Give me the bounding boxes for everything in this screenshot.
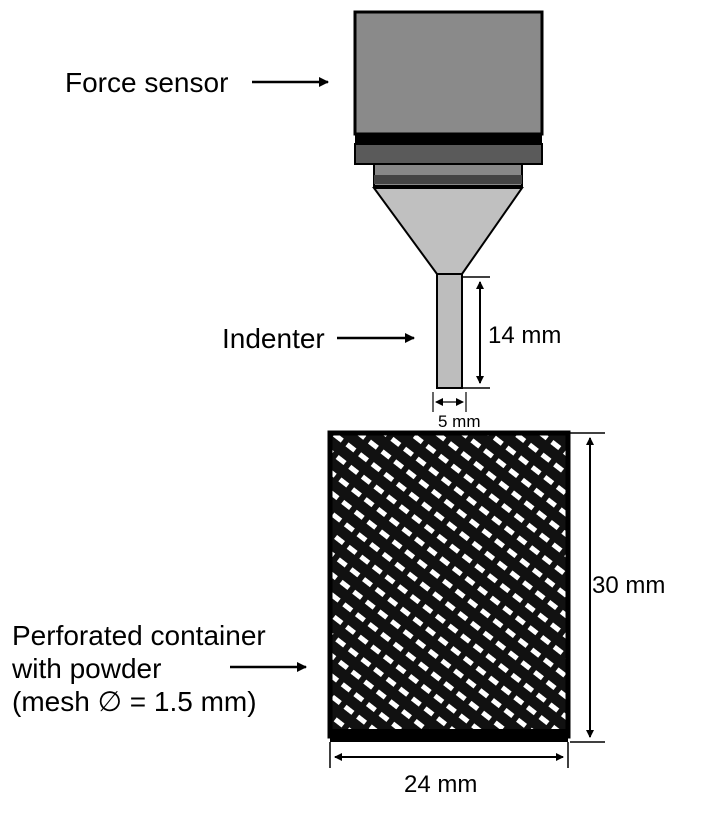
- sensor-base-plate: [354, 143, 543, 165]
- container-label-line1: Perforated container: [12, 620, 266, 651]
- sensor-band: [355, 134, 542, 144]
- force-sensor-callout: Force sensor: [65, 67, 329, 98]
- sensor-funnel: [372, 187, 524, 275]
- container-callout: Perforated container with powder (mesh ∅…: [11, 620, 307, 717]
- container-height-dimension: 30 mm: [570, 432, 665, 743]
- container-label-line3: (mesh ∅ = 1.5 mm): [12, 686, 257, 717]
- indenter-label: Indenter: [222, 323, 325, 354]
- indenter-rod: [436, 273, 463, 389]
- indenter-callout: Indenter: [222, 323, 415, 354]
- sensor-body: [353, 10, 544, 136]
- container-base: [330, 729, 568, 742]
- indenter-width-dimension: 5 mm: [432, 392, 481, 431]
- sensor-collar-band: [374, 175, 522, 184]
- container-width-dimension: 24 mm: [329, 742, 569, 798]
- force-sensor-label: Force sensor: [65, 67, 228, 98]
- perforated-container: [327, 430, 571, 742]
- indenter-length-dimension: 14 mm: [462, 276, 561, 389]
- container-label-line2: with powder: [11, 653, 161, 684]
- container-mesh: [330, 433, 568, 736]
- container-width-label: 24 mm: [404, 771, 477, 798]
- force-sensor: [353, 10, 544, 275]
- indenter-length-label: 14 mm: [488, 322, 561, 349]
- container-height-label: 30 mm: [592, 572, 665, 599]
- indenter-width-label: 5 mm: [438, 412, 481, 431]
